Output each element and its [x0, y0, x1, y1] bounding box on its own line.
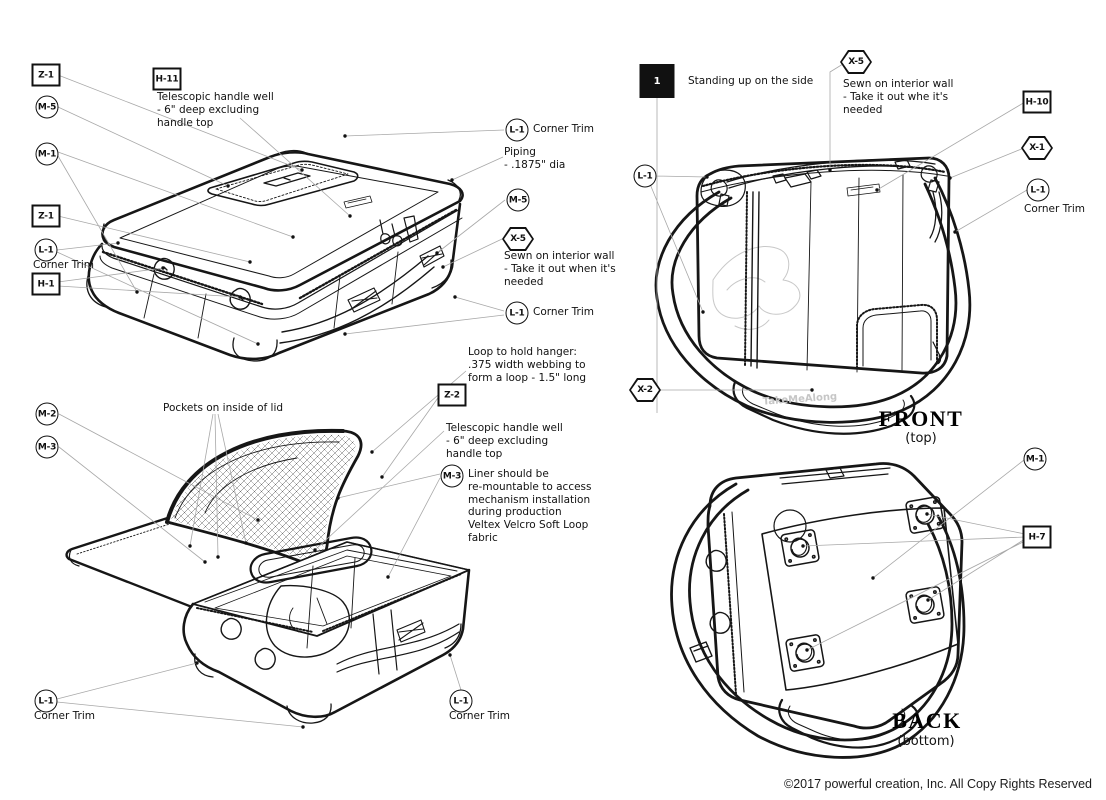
- callout-label: Z-2: [444, 390, 460, 400]
- callout-l1-bottom-left: L-1: [34, 689, 58, 713]
- callout-label: L-1: [38, 696, 54, 706]
- callout-label: M-5: [37, 102, 57, 112]
- callout-z2: Z-2: [437, 383, 467, 407]
- callout-label: H-1: [37, 279, 55, 289]
- callout-x2: X-2: [629, 378, 661, 402]
- note-corner-trim: Corner Trim: [1024, 203, 1085, 215]
- callout-label: X-1: [1029, 143, 1045, 153]
- note-corner-trim: Corner Trim: [34, 710, 95, 722]
- note-corner-trim: Corner Trim: [449, 710, 510, 722]
- callout-label: L-1: [453, 696, 469, 706]
- callout-z1-top: Z-1: [31, 63, 61, 87]
- callout-label: X-2: [637, 385, 653, 395]
- note-piping: Piping - .1875" dia: [504, 146, 566, 171]
- callout-label: M-1: [37, 149, 57, 159]
- note-sewn-interior-front: Sewn on interior wall - Take it out whe …: [843, 78, 954, 116]
- step-number: 1: [653, 75, 661, 87]
- callout-label: M-1: [1025, 454, 1045, 464]
- note-corner-trim: Corner Trim: [533, 306, 594, 318]
- callout-h11: H-11: [152, 67, 182, 91]
- note-corner-trim: Corner Trim: [33, 259, 94, 271]
- front-view-subtitle: (top): [905, 431, 937, 446]
- back-view-subtitle: (bottom): [897, 734, 955, 749]
- front-view-title: FRONT: [878, 406, 964, 431]
- note-liner: Liner should be re-mountable to access m…: [468, 468, 592, 544]
- callout-m2: M-2: [35, 402, 59, 426]
- front-view-illustration: [654, 156, 972, 435]
- callout-label: L-1: [1030, 185, 1046, 195]
- callout-label: L-1: [637, 171, 653, 181]
- callout-x5-right: X-5: [502, 227, 534, 251]
- callout-label: H-10: [1025, 97, 1049, 107]
- note-pockets: Pockets on inside of lid: [163, 402, 284, 414]
- callout-z1-mid: Z-1: [31, 204, 61, 228]
- note-loop-hanger: Loop to hold hanger: .375 width webbing …: [468, 346, 587, 384]
- note-handle-well: Telescopic handle well - 6" deep excludi…: [446, 422, 563, 460]
- callout-x1: X-1: [1021, 136, 1053, 160]
- callout-m1-left: M-1: [35, 142, 59, 166]
- callout-m5-left: M-5: [35, 95, 59, 119]
- callout-x5-top: X-5: [840, 50, 872, 74]
- note-handle-well: Telescopic handle well - 6" deep excludi…: [157, 91, 274, 129]
- callout-label: L-1: [509, 125, 525, 135]
- note-standing: Standing up on the side: [688, 75, 814, 87]
- hexagon-shape-inner: [504, 229, 532, 249]
- callout-label: L-1: [38, 245, 54, 255]
- callout-h7: H-7: [1022, 525, 1052, 549]
- back-view-title: BACK: [892, 708, 962, 733]
- callout-l1-bottomright: L-1: [505, 301, 529, 325]
- callout-label: M-3: [442, 471, 462, 481]
- closed-case-illustration: [86, 149, 464, 362]
- note-corner-trim: Corner Trim: [533, 123, 594, 135]
- copyright-line: ©2017 powerful creation, Inc. All Copy R…: [784, 777, 1092, 791]
- callout-label: X-5: [510, 234, 526, 244]
- callout-label: Z-1: [38, 70, 54, 80]
- callout-label: M-5: [508, 195, 528, 205]
- callout-m3-right: M-3: [440, 464, 464, 488]
- callout-label: Z-1: [38, 211, 54, 221]
- callout-h1: H-1: [31, 272, 61, 296]
- callout-l1-topright: L-1: [505, 118, 529, 142]
- note-sewn-interior: Sewn on interior wall - Take it out when…: [504, 250, 616, 288]
- step-number-box: 1: [639, 64, 675, 98]
- callout-m1-back: M-1: [1023, 447, 1047, 471]
- callout-label: H-11: [155, 74, 179, 84]
- callout-label: H-7: [1028, 532, 1046, 542]
- open-case-illustration: [65, 428, 471, 724]
- callout-m3-left: M-3: [35, 435, 59, 459]
- callout-label: M-3: [37, 442, 57, 452]
- callout-m5-right: M-5: [506, 188, 530, 212]
- callout-h10: H-10: [1022, 90, 1052, 114]
- hexagon-shape-inner: [1023, 138, 1051, 158]
- callout-l1-front-left: L-1: [633, 164, 657, 188]
- callout-label: M-2: [37, 409, 57, 419]
- callout-label: L-1: [509, 308, 525, 318]
- callout-l1-front-right: L-1: [1026, 178, 1050, 202]
- callout-label: X-5: [848, 57, 864, 67]
